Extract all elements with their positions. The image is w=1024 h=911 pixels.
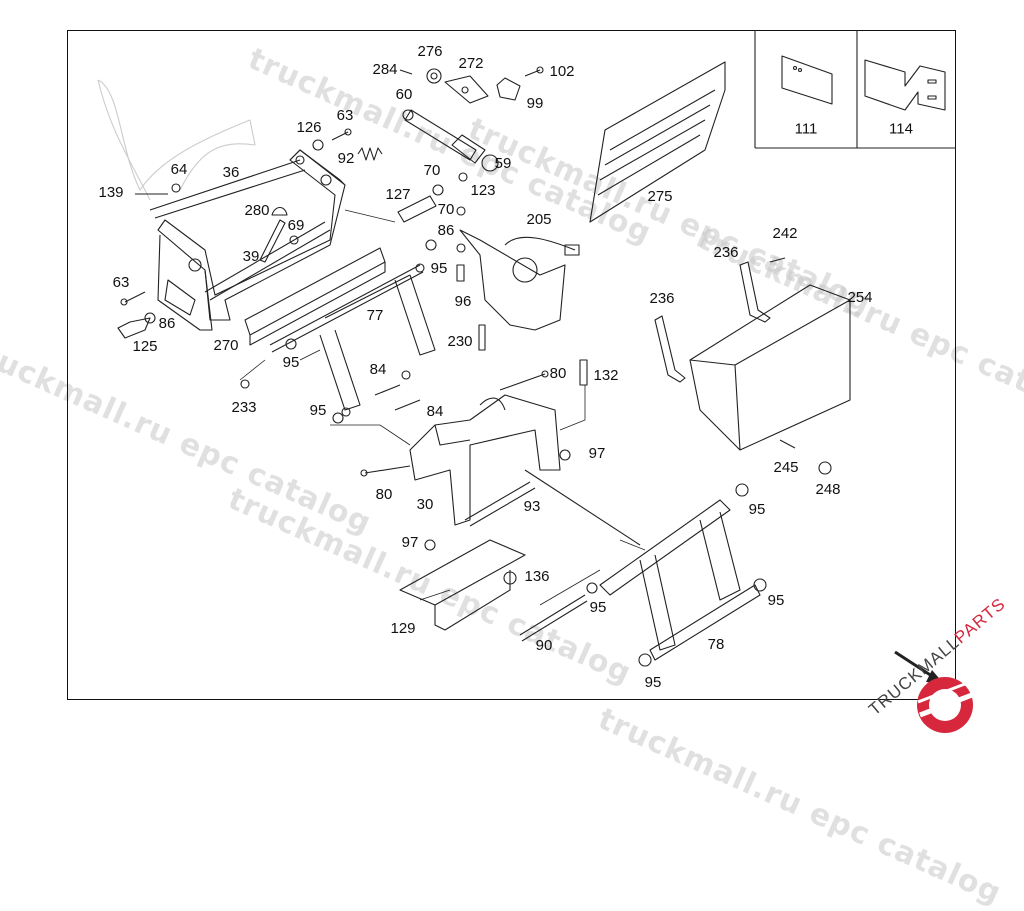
part-callout[interactable]: 95 <box>748 501 766 518</box>
part-callout[interactable]: 95 <box>589 599 607 616</box>
part-callout[interactable]: 95 <box>644 674 662 691</box>
part-callout[interactable]: 84 <box>426 403 444 420</box>
part-callout[interactable]: 284 <box>372 61 398 78</box>
part-callout[interactable]: 248 <box>815 481 841 498</box>
part-callout[interactable]: 80 <box>375 486 393 503</box>
part-callout[interactable]: 63 <box>112 274 130 291</box>
part-callout[interactable]: 129 <box>390 620 416 637</box>
part-callout[interactable]: 272 <box>458 55 484 72</box>
part-callout[interactable]: 80 <box>549 365 567 382</box>
part-callout[interactable]: 102 <box>549 63 575 80</box>
part-callout[interactable]: 132 <box>593 367 619 384</box>
part-callout[interactable]: 270 <box>213 337 239 354</box>
part-callout[interactable]: 95 <box>430 260 448 277</box>
part-callout[interactable]: 39 <box>242 248 260 265</box>
part-callout[interactable]: 97 <box>588 445 606 462</box>
part-callout[interactable]: 95 <box>767 592 785 609</box>
part-callout[interactable]: 86 <box>158 315 176 332</box>
part-callout[interactable]: 86 <box>437 222 455 239</box>
part-callout[interactable]: 127 <box>385 186 411 203</box>
part-callout[interactable]: 230 <box>447 333 473 350</box>
part-callout[interactable]: 69 <box>287 217 305 234</box>
part-callout[interactable]: 36 <box>222 164 240 181</box>
part-callout[interactable]: 97 <box>401 534 419 551</box>
part-callout[interactable]: 96 <box>454 293 472 310</box>
part-callout[interactable]: 95 <box>282 354 300 371</box>
part-callout[interactable]: 77 <box>366 307 384 324</box>
part-callout[interactable]: 275 <box>647 188 673 205</box>
part-callout[interactable]: 95 <box>309 402 327 419</box>
part-callout[interactable]: 123 <box>470 182 496 199</box>
bracket-part-icon <box>864 59 946 111</box>
part-callout[interactable]: 90 <box>535 637 553 654</box>
part-callout[interactable]: 136 <box>524 568 550 585</box>
part-callout[interactable]: 242 <box>772 225 798 242</box>
part-callout[interactable]: 254 <box>847 289 873 306</box>
part-callout[interactable]: 70 <box>423 162 441 179</box>
part-callout[interactable]: 236 <box>649 290 675 307</box>
part-callout[interactable]: 99 <box>526 95 544 112</box>
truckmall-logo <box>894 650 973 733</box>
part-callout[interactable]: 60 <box>395 86 413 103</box>
part-callout[interactable]: 78 <box>707 636 725 653</box>
part-callout[interactable]: 92 <box>337 150 355 167</box>
part-callout[interactable]: 236 <box>713 244 739 261</box>
exploded-parts-drawing <box>97 30 956 667</box>
part-callout[interactable]: 276 <box>417 43 443 60</box>
part-callout[interactable]: 59 <box>494 155 512 172</box>
part-callout[interactable]: 64 <box>170 161 188 178</box>
inset-label-114: 114 <box>889 120 913 138</box>
part-callout[interactable]: 233 <box>231 399 257 416</box>
part-callout[interactable]: 280 <box>244 202 270 219</box>
part-callout[interactable]: 125 <box>132 338 158 355</box>
part-callout[interactable]: 63 <box>336 107 354 124</box>
part-callout[interactable]: 126 <box>296 119 322 136</box>
part-callout[interactable]: 70 <box>437 201 455 218</box>
part-callout[interactable]: 139 <box>98 184 124 201</box>
part-callout[interactable]: 205 <box>526 211 552 228</box>
part-callout[interactable]: 93 <box>523 498 541 515</box>
part-callout[interactable]: 245 <box>773 459 799 476</box>
inset-label-111: 111 <box>794 120 818 138</box>
part-callout[interactable]: 84 <box>369 361 387 378</box>
part-callout[interactable]: 30 <box>416 496 434 513</box>
plate-part-icon <box>781 55 833 105</box>
diagram-frame <box>67 30 956 700</box>
